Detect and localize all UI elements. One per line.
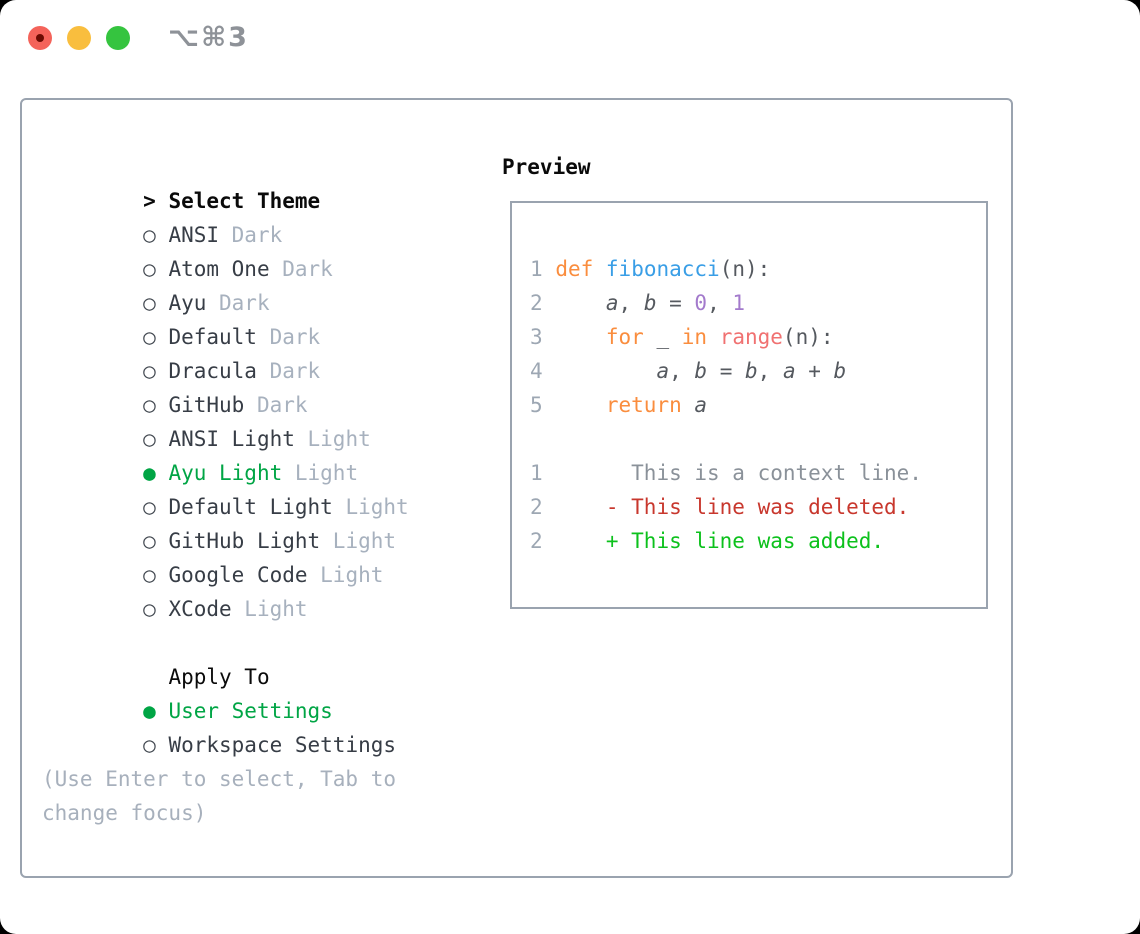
apply-option-workspace-settings[interactable]: ○Workspace Settings bbox=[42, 694, 482, 757]
theme-tag: Light bbox=[307, 427, 371, 451]
theme-tag: Dark bbox=[282, 257, 333, 281]
line-number: 1 bbox=[530, 461, 543, 485]
code-line: 4 a, b = b, a + b bbox=[530, 354, 986, 388]
line-number: 2 bbox=[530, 291, 543, 315]
minimize-button[interactable] bbox=[67, 26, 91, 50]
apply-to-header: Apply To bbox=[42, 626, 482, 689]
select-theme-header: > Select Theme bbox=[42, 150, 482, 213]
theme-tag: Light bbox=[332, 529, 397, 553]
diff-context-line: 1 This is a context line. bbox=[530, 456, 986, 490]
theme-tag: Dark bbox=[269, 359, 321, 383]
radio-icon: ○ bbox=[143, 325, 156, 349]
prompt-icon: > bbox=[143, 189, 156, 213]
radio-icon: ○ bbox=[143, 291, 156, 315]
theme-tag: Dark bbox=[269, 325, 321, 349]
line-number: 2 bbox=[530, 495, 543, 519]
code-tokens: for _ in range(n): bbox=[605, 325, 834, 349]
line-number: 5 bbox=[530, 393, 543, 417]
code-tokens: return a bbox=[605, 393, 708, 417]
code-tokens: + This line was added. bbox=[605, 529, 885, 553]
line-number: 1 bbox=[530, 257, 543, 281]
radio-icon: ○ bbox=[143, 223, 156, 247]
radio-icon: ○ bbox=[143, 563, 156, 587]
code-tokens: - This line was deleted. bbox=[605, 495, 910, 519]
close-button[interactable] bbox=[28, 26, 52, 50]
code-line: 3 for _ in range(n): bbox=[530, 320, 986, 354]
marker-blank bbox=[143, 660, 168, 694]
code-line: 2 a, b = 0, 1 bbox=[530, 286, 986, 320]
code-tokens: a, b = b, a + b bbox=[656, 359, 847, 383]
theme-tag: Dark bbox=[256, 393, 308, 417]
code-tokens: def fibonacci(n): bbox=[555, 257, 771, 281]
radio-icon: ○ bbox=[143, 733, 156, 757]
help-text: (Use Enter to select, Tab to change focu… bbox=[42, 767, 397, 825]
radio-selected-icon: ● bbox=[143, 461, 156, 485]
radio-icon: ○ bbox=[143, 597, 156, 621]
code-line: 1 def fibonacci(n): bbox=[530, 252, 986, 286]
code-preview-box: 1 def fibonacci(n): 2 a, b = 0, 1 3 for … bbox=[510, 201, 988, 609]
apply-option-user-settings[interactable]: ●User Settings bbox=[42, 660, 482, 723]
theme-tag: Light bbox=[294, 461, 359, 485]
radio-icon: ○ bbox=[143, 257, 156, 281]
radio-icon: ○ bbox=[143, 529, 156, 553]
preview-title: Preview bbox=[502, 155, 591, 179]
radio-icon: ○ bbox=[143, 393, 156, 417]
radio-icon: ○ bbox=[143, 495, 156, 519]
keyboard-shortcut-label: ⌥⌘3 bbox=[168, 22, 249, 53]
code-tokens: a, b = 0, 1 bbox=[605, 291, 746, 315]
radio-icon: ○ bbox=[143, 359, 156, 383]
line-number: 3 bbox=[530, 325, 543, 349]
code-line-blank bbox=[530, 422, 986, 456]
line-number: 2 bbox=[530, 529, 543, 553]
theme-tag: Dark bbox=[231, 223, 283, 247]
diff-added-line: 2 + This line was added. bbox=[530, 524, 986, 558]
diff-deleted-line: 2 - This line was deleted. bbox=[530, 490, 986, 524]
code-tokens: This is a context line. bbox=[542, 461, 922, 485]
zoom-button[interactable] bbox=[106, 26, 130, 50]
code-line: 5 return a bbox=[530, 388, 986, 422]
title-bar: ⌥⌘3 bbox=[0, 0, 1140, 76]
line-number: 4 bbox=[530, 359, 543, 383]
radio-selected-icon: ● bbox=[143, 699, 156, 723]
theme-tag: Light bbox=[345, 495, 409, 519]
radio-icon: ○ bbox=[143, 427, 156, 451]
theme-tag: Dark bbox=[219, 291, 270, 315]
select-theme-title: Select Theme bbox=[168, 189, 321, 213]
theme-tag: Light bbox=[244, 597, 308, 621]
theme-tag: Light bbox=[320, 563, 384, 587]
